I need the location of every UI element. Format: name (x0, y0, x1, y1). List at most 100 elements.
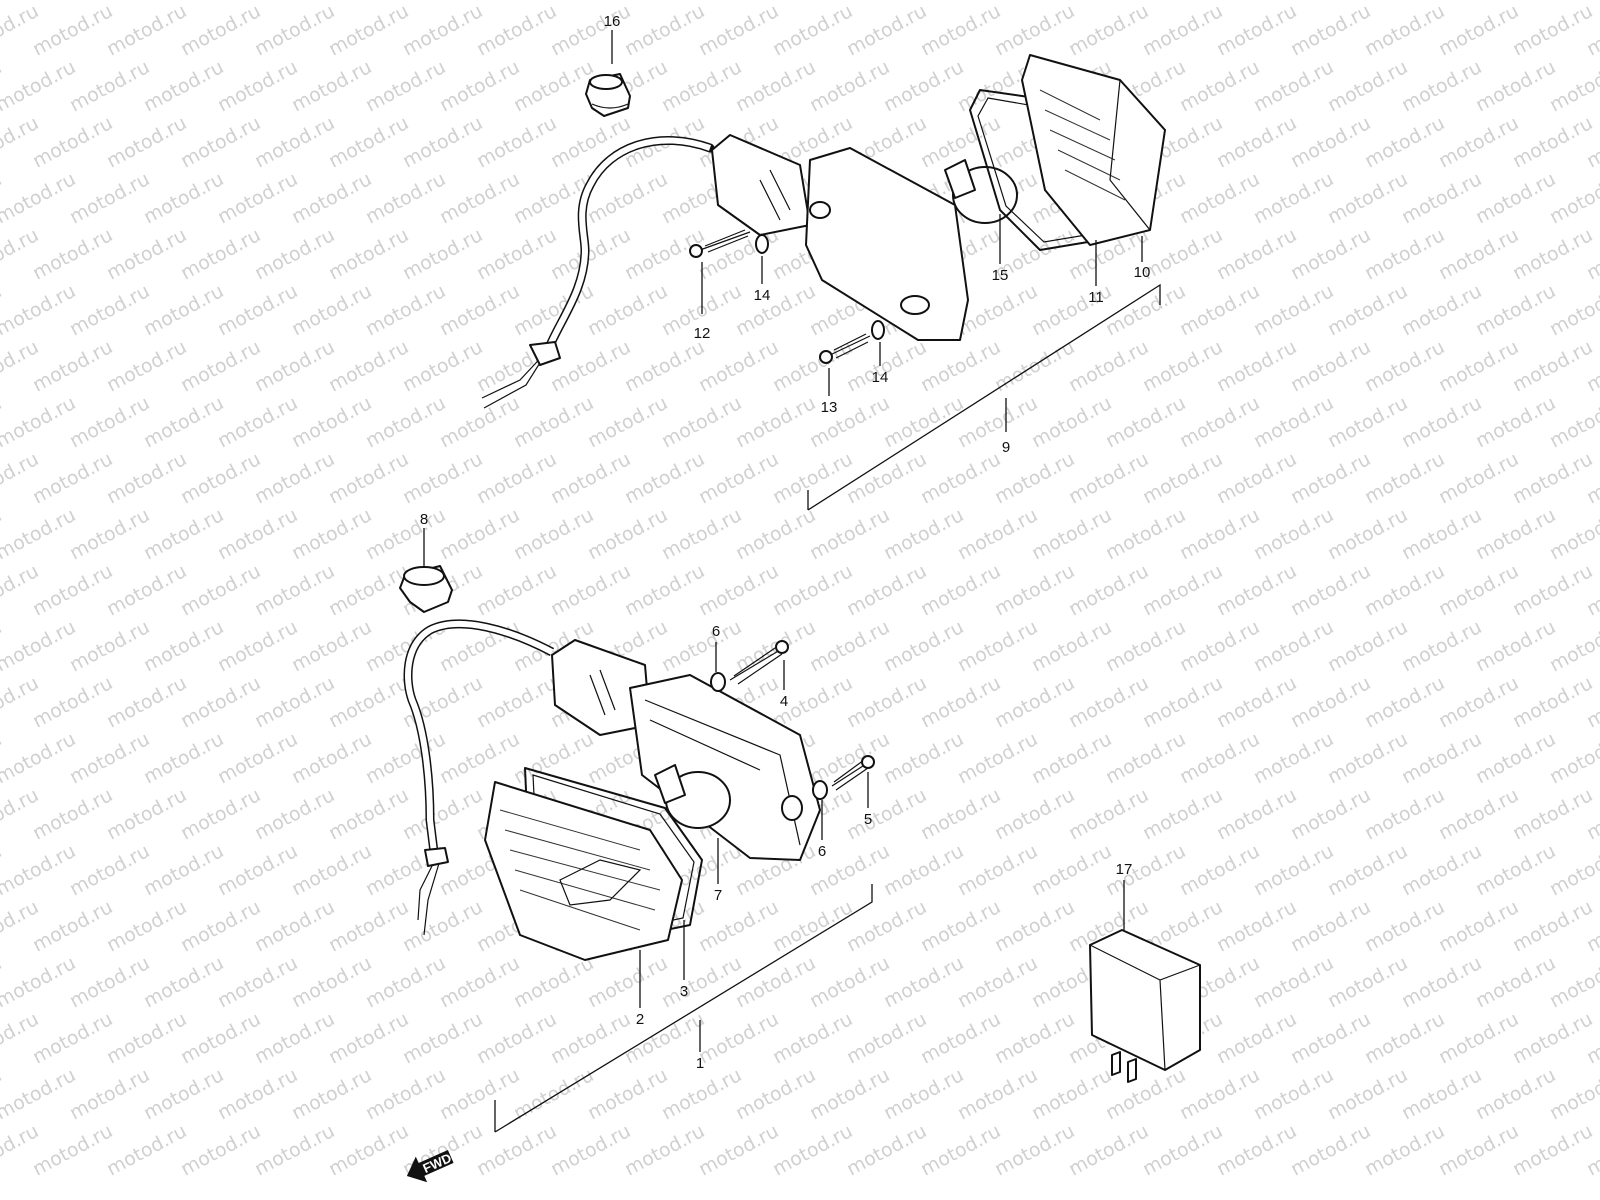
watermark-text: motod.ru (436, 56, 523, 116)
watermark-text: motod.ru (1287, 672, 1374, 732)
watermark-text: motod.ru (917, 1008, 1004, 1068)
watermark-text: motod.ru (214, 0, 301, 4)
watermark-text: motod.ru (547, 336, 634, 396)
watermark-text: motod.ru (1176, 0, 1263, 4)
watermark-text: motod.ru (436, 392, 523, 452)
watermark-text: motod.ru (880, 728, 967, 788)
grommet-part-16 (585, 73, 631, 117)
watermark-text: motod.ru (1398, 168, 1485, 228)
watermark-text: motod.ru (1213, 336, 1300, 396)
watermark-text: motod.ru (1176, 728, 1263, 788)
watermark-text: motod.ru (769, 1008, 856, 1068)
watermark-text: motod.ru (954, 392, 1041, 452)
watermark-text: motod.ru (1324, 168, 1411, 228)
watermark-text: motod.ru (1065, 336, 1152, 396)
watermark-text: motod.ru (584, 0, 671, 4)
watermark-text: motod.ru (1250, 392, 1337, 452)
watermark-text: motod.ru (1139, 336, 1226, 396)
watermark-text: motod.ru (66, 952, 153, 1012)
watermark-text: motod.ru (1324, 392, 1411, 452)
watermark-text: motod.ru (843, 336, 930, 396)
watermark-text: motod.ru (695, 1008, 782, 1068)
watermark-text: motod.ru (1250, 280, 1337, 340)
watermark-text: motod.ru (1472, 0, 1559, 4)
watermark-text: motod.ru (658, 1064, 745, 1124)
watermark-text: motod.ru (1398, 280, 1485, 340)
watermark-text: motod.ru (29, 336, 116, 396)
watermark-text: motod.ru (325, 448, 412, 508)
watermark-text: motod.ru (1176, 280, 1263, 340)
grommet-part-8 (399, 565, 453, 613)
watermark-text: motod.ru (177, 112, 264, 172)
callout-12: 12 (694, 325, 711, 342)
watermark-text: motod.ru (0, 616, 79, 676)
watermark-text: motod.ru (251, 336, 338, 396)
watermark-text: motod.ru (1028, 1064, 1115, 1124)
watermark-text: motod.ru (1435, 672, 1522, 732)
watermark-text: motod.ru (917, 1120, 1004, 1180)
watermark-text: motod.ru (1287, 560, 1374, 620)
watermark-text: motod.ru (1176, 56, 1263, 116)
callout-16: 16 (604, 13, 621, 30)
watermark-text: motod.ru (325, 112, 412, 172)
watermark-text: motod.ru (1509, 896, 1596, 956)
watermark-text: motod.ru (547, 112, 634, 172)
watermark-text: motod.ru (1472, 1064, 1559, 1124)
bulb-part-7 (654, 764, 731, 829)
wire-harness-upper-inner (545, 137, 712, 352)
watermark-text: motod.ru (1509, 1120, 1596, 1180)
watermark-text: motod.ru (806, 0, 893, 4)
watermark-text: motod.ru (695, 1120, 782, 1180)
watermark-text: motod.ru (251, 112, 338, 172)
watermark-text: motod.ru (29, 0, 116, 60)
watermark-text: motod.ru (1509, 224, 1596, 284)
watermark-text: motod.ru (1324, 504, 1411, 564)
watermark-text: motod.ru (288, 392, 375, 452)
watermark-text: motod.ru (29, 896, 116, 956)
watermark-text: motod.ru (1324, 1064, 1411, 1124)
watermark-text: motod.ru (1435, 1008, 1522, 1068)
watermark-text: motod.ru (1213, 224, 1300, 284)
watermark-text: motod.ru (1546, 728, 1600, 788)
watermark-text: motod.ru (658, 0, 745, 4)
watermark-text: motod.ru (1250, 952, 1337, 1012)
callout-8: 8 (420, 511, 428, 528)
watermark-text: motod.ru (1546, 0, 1600, 4)
watermark-text: motod.ru (806, 56, 893, 116)
watermark-text: motod.ru (140, 952, 227, 1012)
watermark-text: motod.ru (0, 1064, 79, 1124)
watermark-text: motod.ru (214, 392, 301, 452)
watermark-text: motod.ru (547, 224, 634, 284)
washer-part-6a (710, 672, 726, 692)
watermark-text: motod.ru (140, 168, 227, 228)
washer-part-6b (812, 780, 828, 800)
watermark-text: motod.ru (473, 560, 560, 620)
watermark-text: motod.ru (954, 616, 1041, 676)
watermark-text: motod.ru (1250, 840, 1337, 900)
watermark-text: motod.ru (362, 504, 449, 564)
watermark-text: motod.ru (1435, 1120, 1522, 1180)
watermark-text: motod.ru (214, 952, 301, 1012)
watermark-text: motod.ru (917, 672, 1004, 732)
watermark-text: motod.ru (0, 952, 79, 1012)
watermark-text: motod.ru (362, 280, 449, 340)
watermark-text: motod.ru (214, 1064, 301, 1124)
screw-part-13 (819, 333, 871, 364)
watermark-text: motod.ru (843, 784, 930, 844)
watermark-text: motod.ru (806, 504, 893, 564)
watermark-text: motod.ru (29, 112, 116, 172)
watermark-text: motod.ru (880, 616, 967, 676)
housing-part-1 (551, 639, 821, 861)
watermark-text: motod.ru (140, 56, 227, 116)
watermark-text: motod.ru (1435, 336, 1522, 396)
watermark-text: motod.ru (732, 280, 819, 340)
watermark-text: motod.ru (140, 280, 227, 340)
watermark-text: motod.ru (399, 0, 486, 60)
watermark-text: motod.ru (1213, 672, 1300, 732)
watermark-text: motod.ru (1361, 448, 1448, 508)
watermark-text: motod.ru (843, 672, 930, 732)
watermark-text: motod.ru (621, 336, 708, 396)
watermark-text: motod.ru (1472, 616, 1559, 676)
watermark-text: motod.ru (658, 504, 745, 564)
bulb-part-15 (944, 159, 1018, 224)
